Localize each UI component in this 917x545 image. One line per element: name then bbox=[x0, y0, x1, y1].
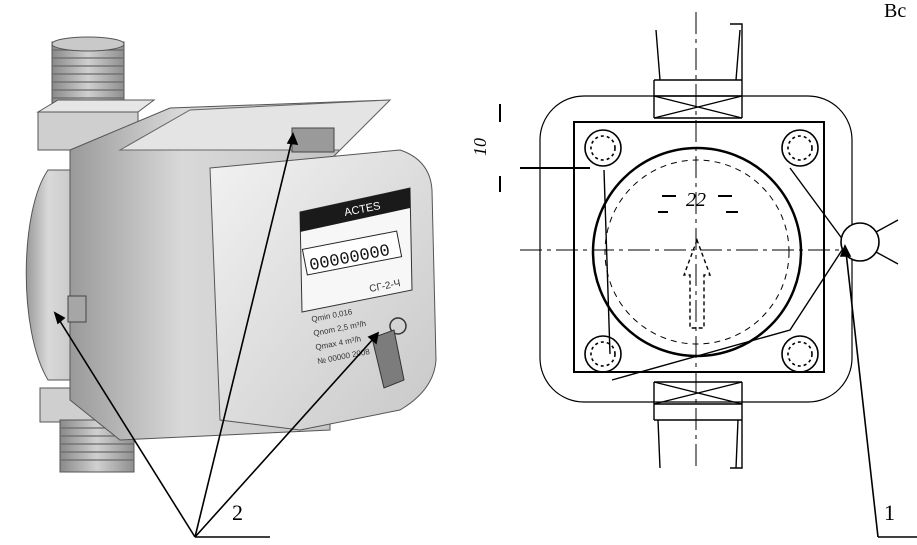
leader-to-seal-ball bbox=[845, 251, 879, 538]
callout-1-leader bbox=[839, 244, 917, 538]
top-seal bbox=[291, 127, 335, 153]
arrowhead-front-seal bbox=[367, 331, 380, 345]
certification-mark bbox=[389, 317, 407, 335]
leader-to-front-seal bbox=[194, 337, 375, 538]
gas-meter-3d: ACTES 00000000 Qmin 0,016 Qnom 2,5 m³/h … bbox=[25, 36, 437, 473]
flow-arrow bbox=[682, 237, 712, 329]
body-circle bbox=[591, 146, 803, 358]
bottom-pipe-stub bbox=[653, 381, 743, 469]
callout-label-2: 2 bbox=[232, 500, 243, 525]
bolt-holes bbox=[584, 129, 819, 373]
dimension-22-label: 22 bbox=[686, 189, 706, 211]
top-pipe-stub bbox=[653, 23, 743, 119]
seal-ball bbox=[840, 222, 880, 262]
hidden-circle bbox=[604, 159, 790, 345]
dimension-side-label: 10 bbox=[470, 138, 490, 156]
side-dimension-lines bbox=[499, 104, 590, 192]
callout-label-1: 1 bbox=[884, 500, 895, 525]
callout-2-leaders bbox=[53, 132, 380, 538]
technical-drawing bbox=[499, 12, 899, 470]
display-window: ACTES 00000000 bbox=[299, 187, 413, 313]
arrowhead-side-seal bbox=[53, 311, 66, 325]
leader-to-side-seal bbox=[57, 317, 196, 538]
leader-to-top-seal bbox=[194, 139, 293, 538]
dimension-ticks bbox=[658, 195, 738, 213]
arrowhead-seal-ball bbox=[839, 244, 852, 257]
inner-plate bbox=[573, 121, 825, 373]
seal-wire bbox=[603, 167, 847, 381]
arrowhead-top-seal bbox=[286, 132, 299, 145]
seal-ball-wires bbox=[875, 219, 899, 265]
front-seal bbox=[371, 329, 405, 389]
corner-text-fragment: Вс bbox=[884, 0, 907, 22]
side-seal bbox=[67, 295, 87, 323]
